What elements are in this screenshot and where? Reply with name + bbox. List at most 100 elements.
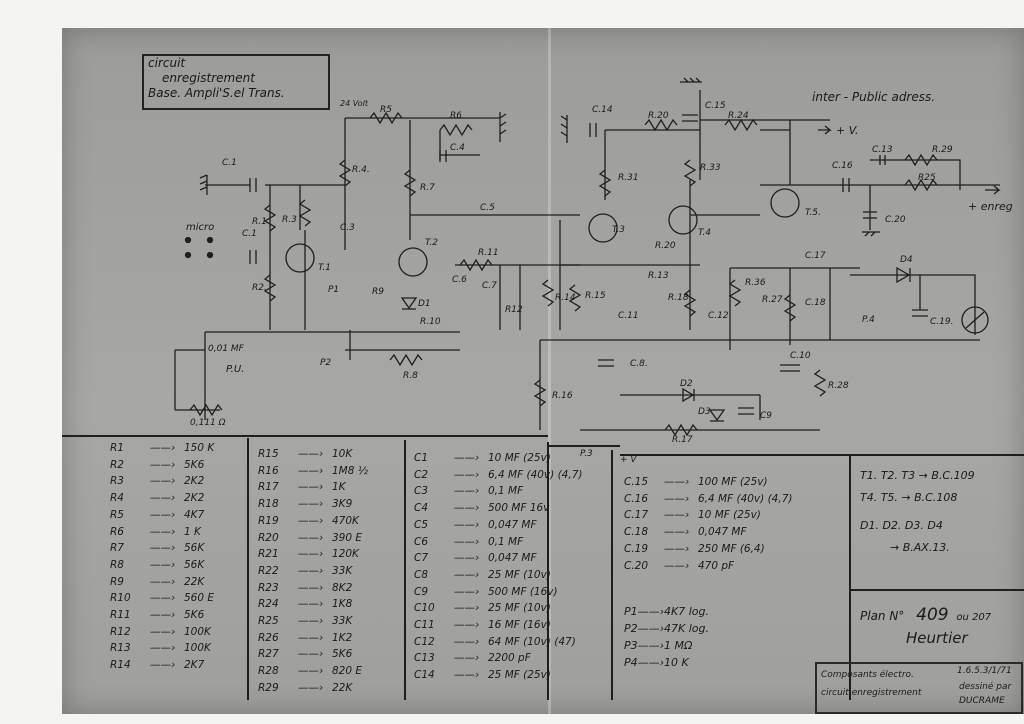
table-row: C.19——›250 MF (6,4) xyxy=(624,541,792,558)
component-ref: R28 xyxy=(258,665,279,678)
component-ref: C8 xyxy=(414,568,429,581)
arrow-icon: ——› xyxy=(298,665,324,678)
component-ref: C.19 xyxy=(624,542,649,555)
resistor-r18 xyxy=(683,289,697,317)
label-d1: D1 xyxy=(418,299,431,309)
arrow-icon: ——› xyxy=(150,575,176,588)
label-d4: D4 xyxy=(900,255,913,265)
table-row: R18——›3K9 xyxy=(258,496,368,513)
arrow-icon: ——› xyxy=(454,452,480,464)
label-c19: C.19. xyxy=(930,317,953,327)
component-value: 64 MF (10v) (47) xyxy=(488,635,576,648)
capacitor-c9 xyxy=(738,407,754,415)
title-line-2: enregistrement xyxy=(162,71,255,85)
resistor-r4 xyxy=(338,159,352,187)
label-pu: P.U. xyxy=(226,364,245,375)
arrow-icon: ——› xyxy=(298,648,324,661)
component-value: 2200 pF xyxy=(488,652,531,665)
label-t4: T.4 xyxy=(698,228,711,238)
component-ref: C1 xyxy=(414,452,429,464)
label-r20b: R.20 xyxy=(655,241,676,251)
component-ref: C.17 xyxy=(624,509,649,522)
label-r20: R.20 xyxy=(648,111,669,121)
label-cap-001: 0,01 MF xyxy=(208,344,244,354)
label-c20: C.20 xyxy=(885,215,906,225)
resistor-r7 xyxy=(403,169,417,197)
component-value: 5K6 xyxy=(332,648,353,661)
component-table-grid xyxy=(62,435,1024,700)
component-ref: C13 xyxy=(414,652,435,665)
transistors xyxy=(285,188,800,277)
table-row: R5——›4K7 xyxy=(110,507,214,524)
component-ref: C.20 xyxy=(624,559,649,572)
label-c12: C.12 xyxy=(708,311,729,321)
component-ref: C10 xyxy=(414,602,435,615)
label-c15: C.15 xyxy=(705,101,726,111)
label-r11: R.11 xyxy=(478,248,499,258)
component-value: 100 MF (25v) xyxy=(698,476,768,488)
component-ref: R3 xyxy=(110,475,124,488)
arrow-icon: ——› xyxy=(298,448,324,460)
arrow-icon: ——› xyxy=(150,642,176,655)
table-row: C10——›25 MF (10v) xyxy=(414,600,582,617)
table-row: R2——›5K6 xyxy=(110,457,214,474)
table-row: R21——›120K xyxy=(258,546,368,563)
diode-d3 xyxy=(708,409,726,422)
capacitor-c15 xyxy=(682,114,698,122)
component-value: 10 MF (25v) xyxy=(488,452,551,464)
plan-number-value: 409 xyxy=(916,605,949,625)
component-ref: R25 xyxy=(258,615,279,628)
component-value: 2K7 xyxy=(184,659,205,672)
resistor-r2 xyxy=(263,274,277,302)
component-value: 33K xyxy=(332,564,353,577)
arrow-icon: ——› xyxy=(298,498,324,511)
table-row: C5——›0,047 MF xyxy=(414,517,582,534)
label-r17: R.17 xyxy=(672,435,693,445)
label-c16: C.16 xyxy=(832,161,853,171)
component-value: 10K xyxy=(332,448,353,460)
table-row: R15——›10K xyxy=(258,446,368,463)
capacitor-table-2: C.15——›100 MF (25v)C.16——›6,4 MF (40v) (… xyxy=(624,474,792,574)
component-ref: R11 xyxy=(110,609,131,622)
component-ref: C5 xyxy=(414,518,429,531)
table-row: R29——›22K xyxy=(258,680,368,697)
component-ref: P2 xyxy=(624,622,638,635)
component-ref: R1 xyxy=(110,442,124,454)
resistor-r5 xyxy=(369,111,403,125)
component-ref: R4 xyxy=(110,492,124,505)
wires xyxy=(174,90,1000,431)
component-ref: R8 xyxy=(110,558,124,571)
component-ref: R12 xyxy=(110,625,131,638)
ground-icon-left xyxy=(199,174,208,195)
label-p1: P1 xyxy=(328,285,339,295)
diode-d1 xyxy=(400,297,418,310)
resistor-r24 xyxy=(724,118,758,132)
capacitors xyxy=(249,114,928,415)
component-ref: R26 xyxy=(258,631,279,644)
resistor-r25 xyxy=(904,178,938,192)
component-ref: C6 xyxy=(414,535,429,548)
component-value: 0,047 MF xyxy=(488,552,537,565)
table-row: C2——›6,4 MF (40v) (4,7) xyxy=(414,467,582,484)
table-row: R7——›56K xyxy=(110,540,214,557)
arrow-enreg xyxy=(985,185,1001,195)
component-ref: R24 xyxy=(258,598,279,611)
table-row: C1 ——› 10 MF (25v) xyxy=(414,450,582,467)
label-c13: C.13 xyxy=(872,145,893,155)
component-ref: C14 xyxy=(414,669,435,682)
label-r5: R5 xyxy=(380,105,392,115)
transistor-t4 xyxy=(668,205,698,235)
capacitor-c14 xyxy=(589,123,597,137)
component-value: 6,4 MF (40v) (4,7) xyxy=(698,492,793,505)
component-ref: C.15 xyxy=(624,476,649,488)
capacitor-c1 xyxy=(249,178,257,192)
resistor-r36 xyxy=(728,279,742,307)
component-value: 1M8 ½ xyxy=(332,464,368,477)
label-r36: R.36 xyxy=(745,278,766,288)
label-c11: C.11 xyxy=(618,311,639,321)
table-row: R16——›1M8 ½ xyxy=(258,463,368,480)
resistor-r33 xyxy=(683,159,697,187)
component-ref: R27 xyxy=(258,648,279,661)
